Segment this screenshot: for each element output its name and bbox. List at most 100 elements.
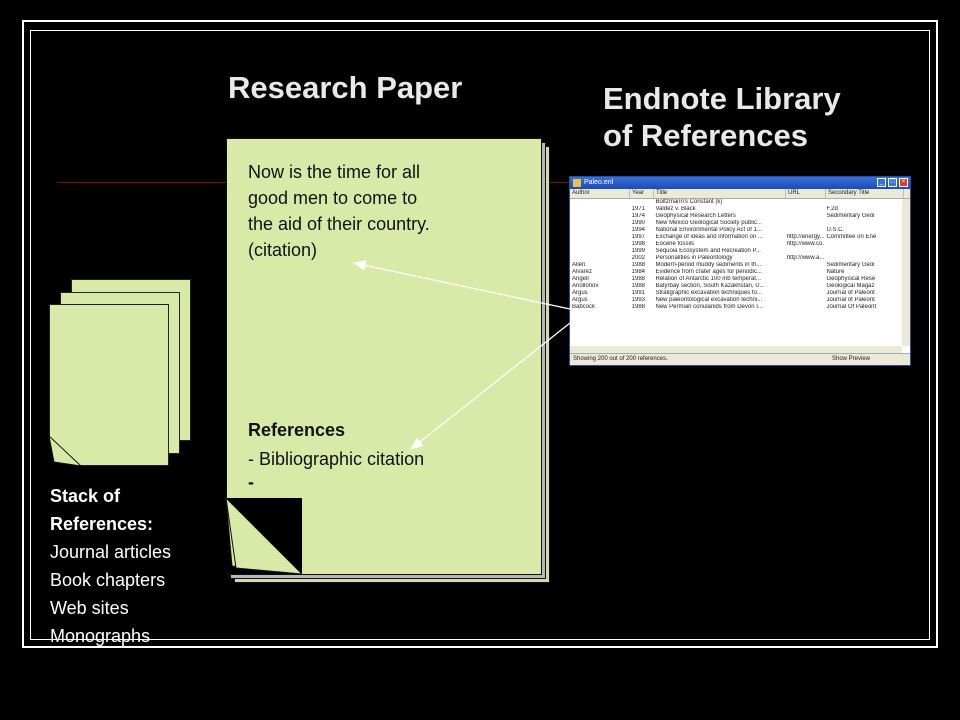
minimize-icon[interactable]: _: [877, 178, 886, 187]
horizontal-scrollbar[interactable]: [570, 346, 902, 353]
reference-cell: Alvarez: [572, 269, 593, 275]
reference-cell: 2002: [631, 255, 645, 261]
reference-cell: New Permian conulariids from Devon I...: [655, 304, 763, 310]
reference-cell: Evidence from crater ages for periodic..…: [655, 269, 762, 275]
paper-reference-dash: -: [248, 472, 254, 492]
outer-frame: [22, 20, 938, 648]
stack-heading-line1: Stack of: [50, 486, 121, 506]
reference-cell: F.2d: [826, 206, 838, 212]
reference-cell: Geophysical Research Letters: [655, 213, 736, 219]
stack-page-front: [49, 304, 169, 466]
paper-body-line: the aid of their country.: [248, 214, 430, 234]
reference-cell: 1990: [631, 220, 645, 226]
endnote-reference-list: Boltzmann's Constant (k) 1971 Valdez v. Bl…: [570, 199, 902, 346]
reference-cell: 1988: [631, 304, 645, 310]
reference-cell: Anollonov: [572, 283, 599, 289]
reference-cell: Geological Magaz: [826, 283, 875, 289]
reference-cell: Eocene fossils: [655, 241, 695, 247]
reference-cell: 1984: [631, 269, 645, 275]
paper-bibliographic-citation: - Bibliographic citation: [248, 449, 425, 469]
stack-item-book-chapters: Book chapters: [50, 570, 166, 590]
reference-cell: Journal Of Paleont: [826, 304, 877, 310]
reference-cell: Personalities in Paleontology: [655, 255, 733, 261]
reference-cell: Journal of Paleont: [826, 297, 875, 303]
paper-body-line: good men to come to: [248, 188, 418, 208]
reference-cell: 1971: [631, 206, 645, 212]
endnote-window-title: Paleo.enl: [584, 179, 614, 186]
column-header-url[interactable]: URL: [786, 189, 826, 198]
reference-cell: Relation of Antarctic 100 mb temperat...: [655, 276, 761, 282]
reference-row[interactable]: 1971 Valdez v. Black F.2d: [570, 206, 902, 213]
reference-row[interactable]: Babcock 1988 New Permian conulariids from …: [570, 304, 902, 311]
endnote-column-headers: Author Year Title URL Secondary Title: [570, 189, 910, 199]
reference-cell: Journal of Paleont: [826, 290, 875, 296]
reference-cell: http://www.co...: [786, 241, 825, 247]
paper-citation-placeholder: (citation): [248, 240, 318, 260]
paper-references-heading: References: [248, 420, 346, 440]
reference-cell: 1991: [631, 290, 645, 296]
reference-cell: http://energy....: [786, 234, 825, 240]
arrow-to-citation: [352, 260, 571, 310]
reference-row[interactable]: Anollonov 1988 Batyrbay section, South Kaz…: [570, 283, 902, 290]
reference-cell: New paleontological excavation techni...: [655, 297, 763, 303]
stack-item-monographs: Monographs: [50, 626, 151, 646]
reference-cell: Valdez v. Black: [655, 206, 696, 212]
reference-cell: Geophysical Rese: [826, 276, 876, 282]
stack-item-journal-articles: Journal articles: [50, 542, 172, 562]
vertical-scrollbar[interactable]: [902, 199, 910, 346]
column-header-year[interactable]: Year: [630, 189, 654, 198]
reference-cell: Boltzmann's Constant (k): [655, 199, 723, 205]
reference-cell: Argus: [572, 297, 588, 303]
column-header-secondary-title[interactable]: Secondary Title: [826, 189, 904, 198]
research-paper-title: Research Paper: [228, 70, 463, 105]
stack-folded-corner: [49, 436, 81, 466]
reference-cell: 1994: [631, 227, 645, 233]
reference-cell: Sedimentary Geol: [826, 213, 875, 219]
status-text: Showing 200 out of 200 references.: [573, 356, 668, 362]
paper-body-line: Now is the time for all: [248, 162, 421, 182]
reference-cell: Angell: [572, 276, 589, 282]
reference-row[interactable]: 1974 Geophysical Research Letters Sediment…: [570, 213, 902, 220]
endnote-app-icon: [573, 179, 581, 187]
column-header-title[interactable]: Title: [654, 189, 786, 198]
reference-cell: 1988: [631, 283, 645, 289]
reference-cell: 1974: [631, 213, 645, 219]
arrow-to-bibliography: [409, 322, 571, 450]
reference-row[interactable]: 2002 Personalities in Paleontology http://…: [570, 255, 902, 262]
reference-cell: New Mexico Geological Society public...: [655, 220, 762, 226]
reference-cell: Modern-period muddy sediments in th...: [655, 262, 762, 268]
reference-row[interactable]: 1999 Sequoia Ecosystem and Recreation P..…: [570, 248, 902, 255]
reference-cell: U.S.C.: [826, 227, 845, 233]
reference-cell: Exchange of ideas and information on ...: [655, 234, 763, 240]
reference-cell: Batyrbay section, South Kazakhstan, U...: [655, 283, 765, 289]
close-icon[interactable]: ×: [899, 178, 908, 187]
endnote-window-titlebar: Paleo.enl _ □ ×: [570, 177, 910, 189]
paper-body-text: Now is the time for all good men to come…: [248, 159, 528, 263]
maximize-icon[interactable]: □: [888, 178, 897, 187]
column-header-author[interactable]: Author: [570, 189, 630, 198]
reference-row[interactable]: 1994 National Environmental Policy Act of…: [570, 227, 902, 234]
reference-cell: National Environmental Policy Act of 1..…: [655, 227, 762, 233]
endnote-window: Paleo.enl _ □ × Author Year Title URL Se…: [569, 176, 911, 366]
reference-row[interactable]: Boltzmann's Constant (k): [570, 199, 902, 206]
stack-item-web-sites: Web sites: [50, 598, 129, 618]
endnote-status-bar: Showing 200 out of 200 references. Show …: [570, 353, 910, 365]
reference-row[interactable]: Alvarez 1984 Evidence from crater ages for…: [570, 269, 902, 276]
reference-cell: 1999: [631, 248, 645, 254]
show-preview-button[interactable]: Show Preview: [831, 356, 870, 362]
reference-cell: 1988: [631, 262, 645, 268]
reference-cell: Babcock: [572, 304, 596, 310]
reference-cell: Sequoia Ecosystem and Recreation P...: [655, 248, 761, 254]
reference-row[interactable]: 1990 New Mexico Geological Society public…: [570, 220, 902, 227]
reference-cell: Argus: [572, 290, 588, 296]
inner-frame: [30, 30, 930, 640]
reference-cell: http://www.a...: [786, 255, 825, 261]
paper-folded-corner: [226, 498, 302, 574]
